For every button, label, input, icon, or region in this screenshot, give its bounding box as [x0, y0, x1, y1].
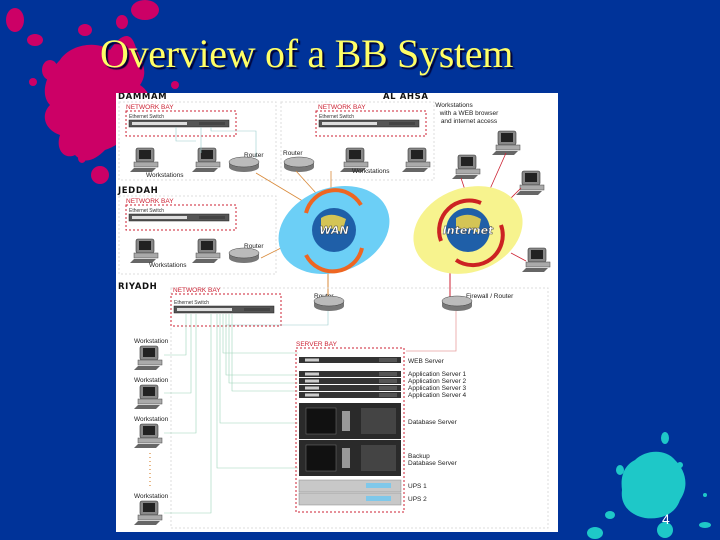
workstation-icon — [129, 147, 159, 173]
workstation-icon — [133, 384, 163, 410]
router-icon — [228, 247, 260, 264]
network-bay-label: NETWORK BAY — [126, 104, 174, 111]
site-label-riyadh: RIYADH — [118, 282, 157, 292]
switch-label: Ethernet Switch — [129, 208, 164, 214]
workstation-label: Workstation — [134, 416, 169, 423]
network-bay-label: NETWORK BAY — [126, 198, 174, 205]
network-diagram: DAMMAM NETWORK BAY Ethernet Switch Works… — [116, 93, 558, 532]
ethernet-switch — [318, 119, 420, 128]
router-icon — [228, 156, 260, 173]
site-label-jeddah: JEDDAH — [117, 186, 158, 196]
server-label: Application Server 4 — [408, 392, 467, 399]
router-icon — [313, 295, 345, 312]
ethernet-switch — [173, 305, 275, 314]
web-server — [299, 357, 401, 363]
switch-label: Ethernet Switch — [174, 300, 209, 306]
wan-label: WAN — [319, 224, 348, 237]
server-label: Database Server — [408, 419, 458, 426]
workstation-icon — [133, 500, 163, 526]
workstation-icon — [515, 170, 545, 196]
workstation-label: Workstation — [134, 377, 169, 384]
network-bay-label: NETWORK BAY — [318, 104, 366, 111]
switch-label: Ethernet Switch — [319, 114, 354, 120]
server-label: Application Server 2 — [408, 378, 467, 385]
site-label-al-ahsa: AL AHSA — [383, 93, 429, 102]
ups-1 — [298, 479, 402, 493]
router-label: Router — [283, 150, 303, 157]
workstations-label: Workstations — [149, 262, 187, 269]
slide-number: 4 — [662, 511, 670, 527]
router-label: Router — [244, 243, 264, 250]
server-bay-label: SERVER BAY — [296, 341, 338, 348]
server-label: Application Server 1 — [408, 371, 467, 378]
workstation-icon — [133, 423, 163, 449]
database-server — [299, 403, 401, 439]
firewall-router-icon — [441, 295, 473, 312]
ethernet-switch — [128, 213, 230, 222]
server-label: Backup — [408, 453, 430, 460]
server-label: WEB Server — [408, 358, 445, 365]
workstation-icon — [191, 147, 221, 173]
workstation-icon — [521, 247, 551, 273]
switch-label: Ethernet Switch — [129, 114, 164, 120]
workstation-label: Workstation — [134, 338, 169, 345]
internet-label: Internet — [443, 224, 494, 237]
pink-paint-splash — [6, 0, 179, 184]
workstation-icon — [491, 130, 521, 156]
site-label-dammam: DAMMAM — [118, 93, 167, 102]
workstation-icon — [191, 238, 221, 264]
application-server — [299, 371, 401, 377]
firewall-label: Firewall / Router — [466, 293, 514, 300]
workstation-icon — [401, 147, 431, 173]
wan-cloud: WAN — [278, 185, 390, 275]
ethernet-switch — [128, 119, 230, 128]
application-server — [299, 385, 401, 391]
application-server — [299, 378, 401, 384]
backup-database-server — [299, 440, 401, 476]
network-bay-label: NETWORK BAY — [173, 287, 221, 294]
router-icon — [283, 156, 315, 173]
internet-ws-caption: Workstations — [435, 102, 473, 109]
application-server — [299, 392, 401, 398]
server-label: Application Server 3 — [408, 385, 467, 392]
internet-ws-caption: and internet access — [441, 118, 498, 125]
ups-2 — [298, 492, 402, 506]
workstations-label: Workstations — [146, 172, 184, 179]
workstation-icon — [133, 345, 163, 371]
cyan-paint-splash — [587, 432, 711, 539]
workstation-icon — [129, 238, 159, 264]
router-label: Router — [244, 152, 264, 159]
server-label: UPS 1 — [408, 483, 427, 490]
slide-title: Overview of a BB System — [100, 31, 514, 76]
server-label: Database Server — [408, 460, 458, 467]
workstation-label: Workstation — [134, 493, 169, 500]
workstations-label: Workstations — [352, 168, 390, 175]
workstation-icon — [451, 154, 481, 180]
server-label: UPS 2 — [408, 496, 427, 503]
internet-ws-caption: with a WEB browser — [439, 110, 499, 117]
internet-cloud: Internet — [413, 186, 523, 274]
